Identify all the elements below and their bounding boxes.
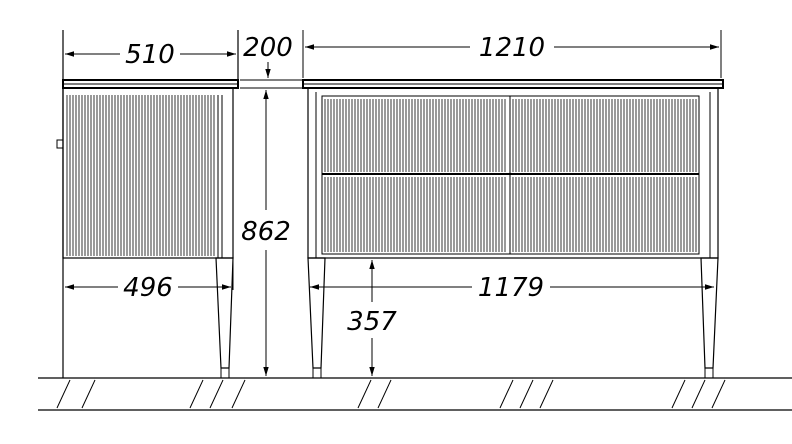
dimension-200: 200	[240, 33, 303, 81]
dim-label-total-height: 862	[241, 217, 291, 247]
dimension-862: 862	[240, 87, 303, 376]
dimension-1179: 1179	[310, 273, 714, 303]
dim-label-front-width-bottom: 1179	[478, 273, 544, 303]
dimension-496: 496	[65, 273, 231, 303]
front-fluting	[324, 99, 697, 252]
dim-label-side-depth-bottom: 496	[123, 273, 173, 303]
dim-label-top-thickness: 200	[243, 33, 293, 63]
floor	[38, 377, 792, 411]
dimension-1210: 1210	[302, 30, 722, 78]
dimension-510: 510	[65, 40, 236, 70]
dimension-357: 357	[347, 260, 397, 376]
dim-label-front-width-top: 1210	[479, 33, 545, 63]
side-view	[56, 30, 239, 379]
front-view	[302, 79, 724, 379]
dim-label-leg-height: 357	[347, 307, 397, 337]
floor-hatching	[56, 379, 726, 409]
side-fluting	[66, 95, 215, 256]
dim-label-side-depth-top: 510	[125, 40, 175, 70]
